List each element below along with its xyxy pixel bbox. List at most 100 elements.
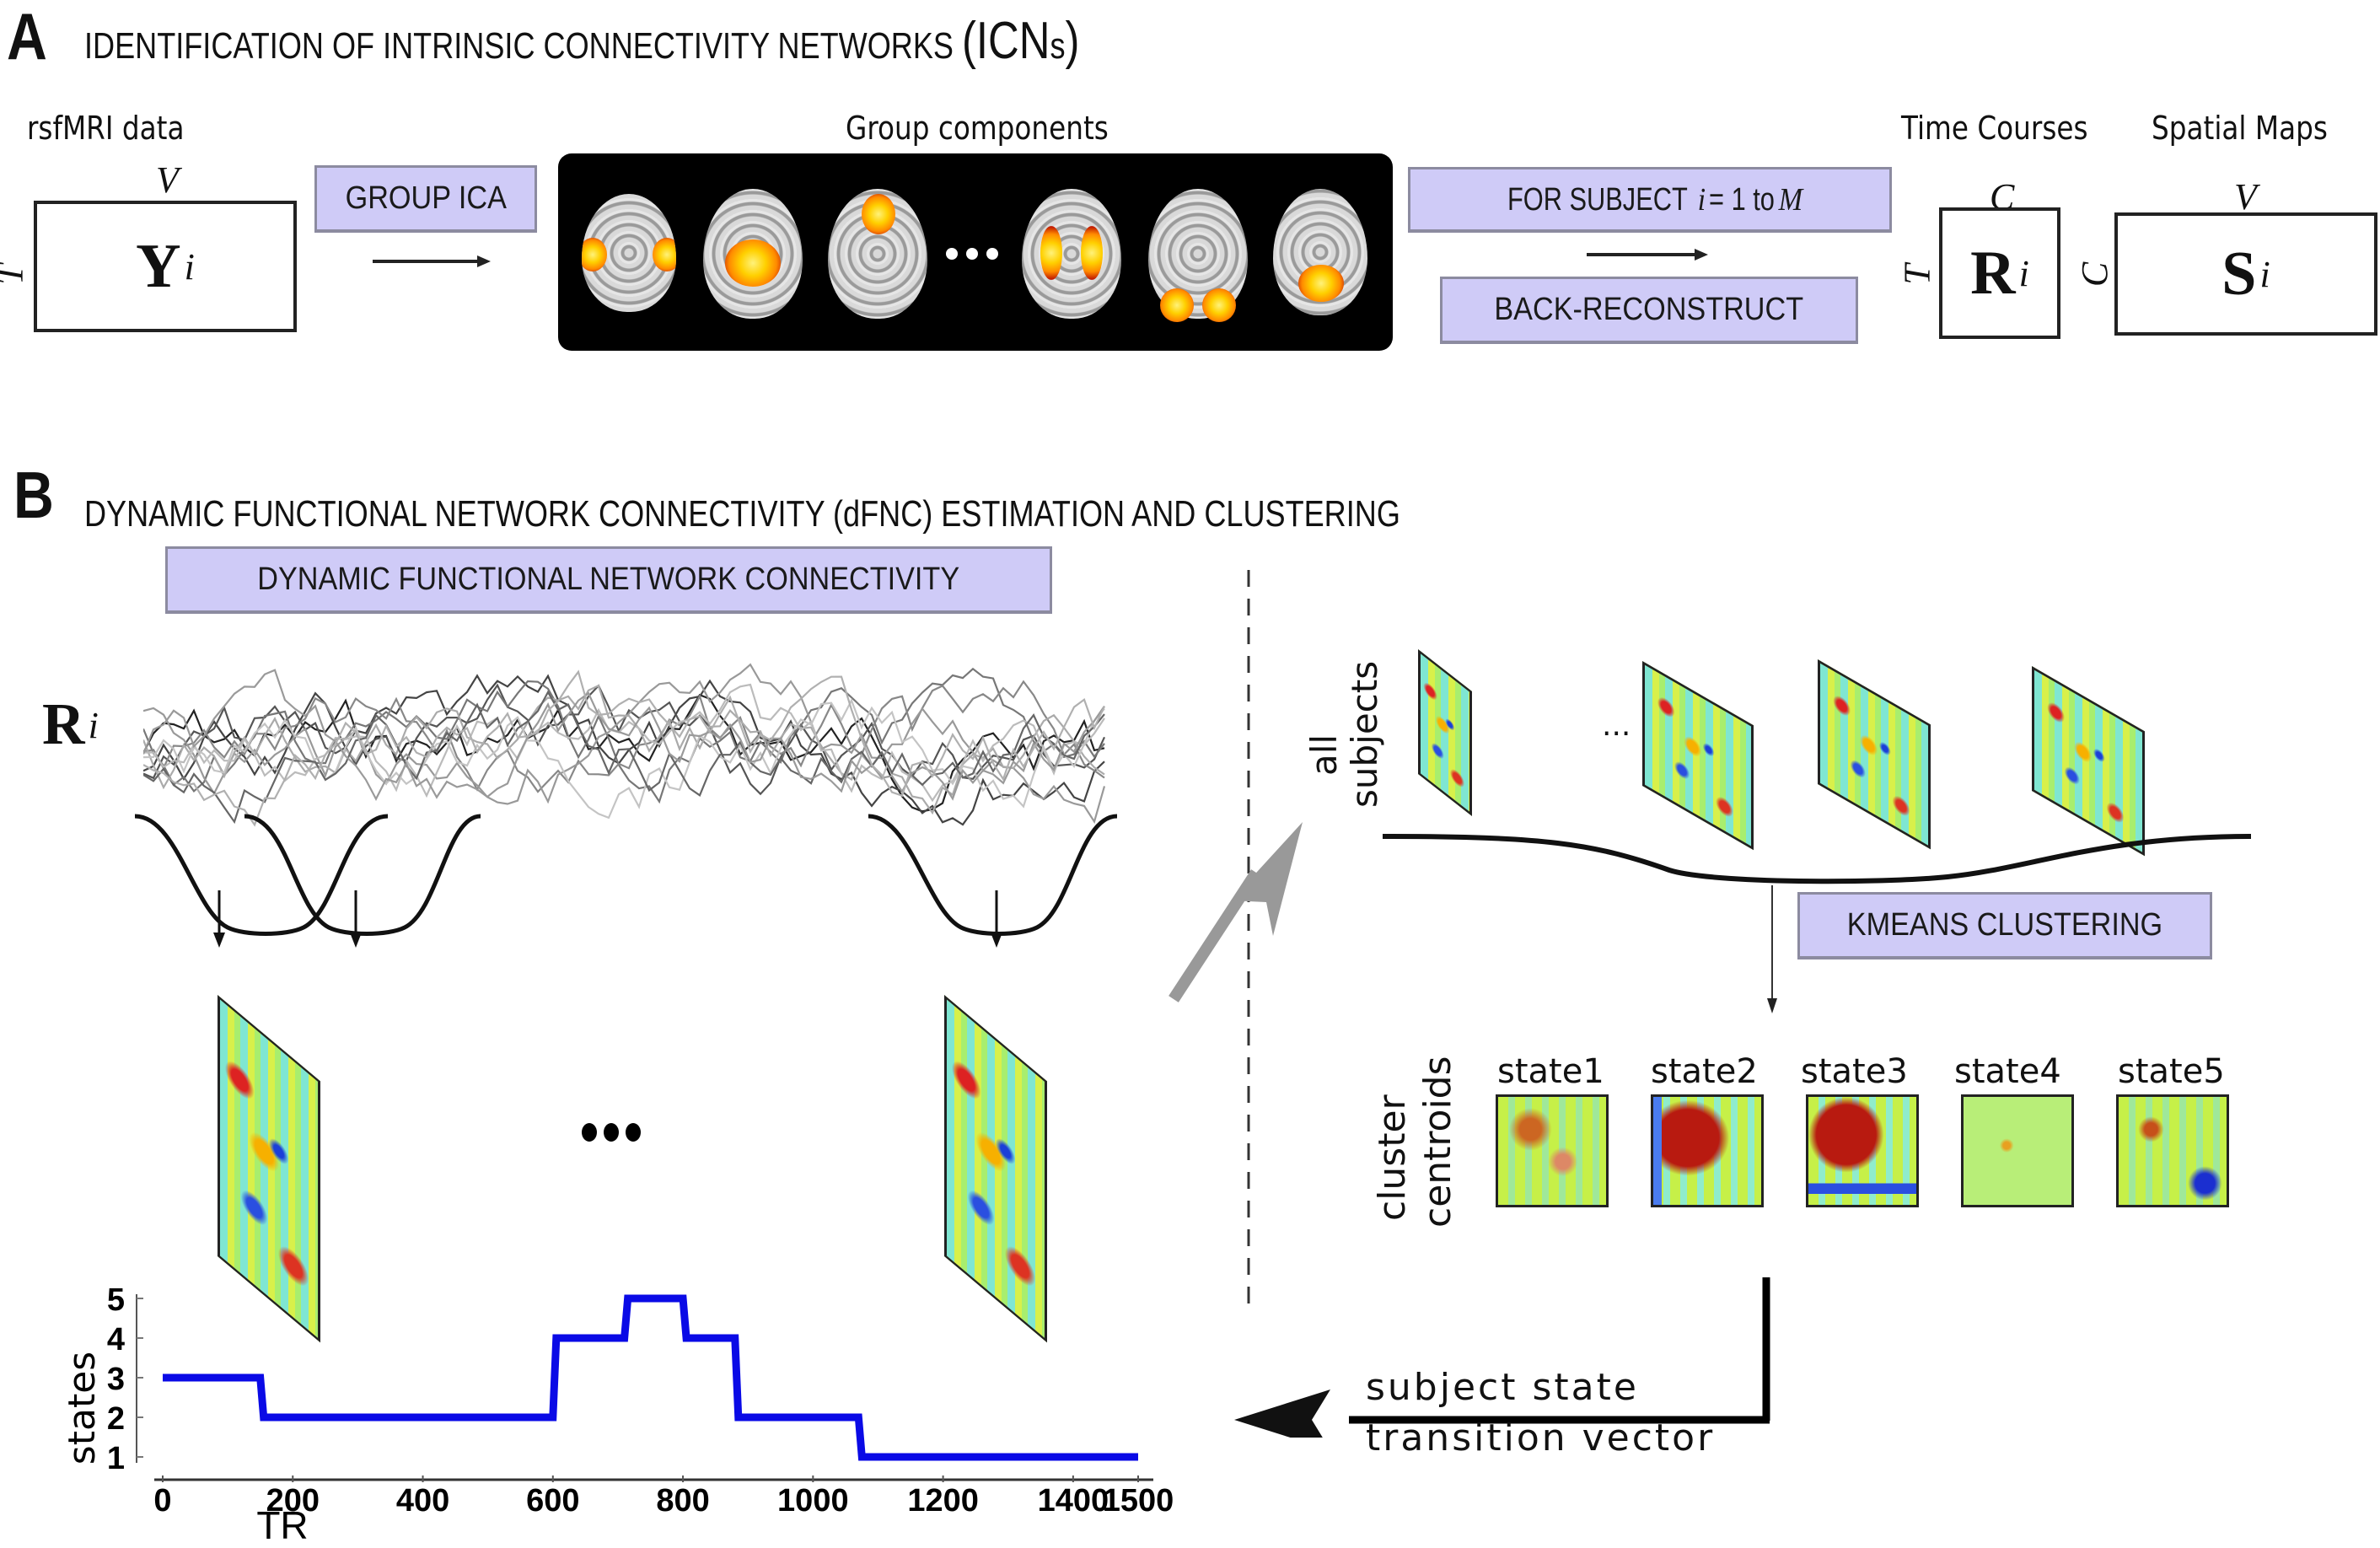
brain-component-3 <box>828 189 927 319</box>
all-subjects-label-line2: subjects <box>1344 660 1385 808</box>
x-tick-label: 0 <box>153 1483 171 1518</box>
for-subject-box: FOR SUBJECT i = 1 to M <box>1408 167 1892 233</box>
transition-label-line1: subject state <box>1366 1366 1639 1409</box>
kmeans-clustering-box: KMEANS CLUSTERING <box>1797 892 2212 959</box>
panel-a-title-paren: (ICN <box>962 12 1050 70</box>
x-tick-label: 1500 <box>1103 1483 1174 1518</box>
subject-fnc-matrix-3 <box>1642 661 1754 851</box>
time-course-trace <box>143 680 1105 793</box>
window-1 <box>134 814 389 936</box>
state-label-2: state2 <box>1651 1052 1758 1091</box>
state-segment-4 <box>625 1298 683 1299</box>
x-tick-label: 1400 <box>1038 1483 1109 1518</box>
transition-vector-arrow <box>1234 1277 1770 1438</box>
s-matrix-symbol: S <box>2222 239 2257 309</box>
centroid-state-2 <box>1651 1094 1764 1207</box>
time-course-trace <box>143 667 1105 804</box>
cluster-centroids-label-line1: cluster <box>1371 1094 1414 1221</box>
panel-a-letter: A <box>7 0 47 73</box>
y-tick-label: 3 <box>107 1362 125 1397</box>
y-matrix-top-dim: V <box>156 159 179 201</box>
all-subjects-label-line1: all <box>1303 734 1345 776</box>
state-label-3: state3 <box>1801 1052 1908 1091</box>
transition-label-line2: transition vector <box>1366 1416 1716 1459</box>
y-matrix-side-dim: T <box>0 264 32 284</box>
group-ica-box: GROUP ICA <box>314 165 537 233</box>
back-reconstruct-box: BACK-RECONSTRUCT <box>1440 277 1858 344</box>
window-2 <box>244 814 481 936</box>
s-matrix-subscript: i <box>2259 253 2270 295</box>
window-arrow-3 <box>991 890 1002 948</box>
state-series-line <box>163 1294 1138 1461</box>
spatial-maps-label: Spatial Maps <box>2152 110 2328 147</box>
subjects-ellipsis: ... <box>1602 708 1631 743</box>
time-courses-label: Time Courses <box>1901 110 2088 147</box>
cluster-centroids-label-line2: centroids <box>1416 1056 1459 1228</box>
x-tick-label: 1200 <box>907 1483 979 1518</box>
x-tick-label: 400 <box>396 1483 449 1518</box>
subject-fnc-matrix-4 <box>1818 659 1931 850</box>
state-label-1: state1 <box>1497 1052 1604 1091</box>
brain-component-1 <box>582 194 676 312</box>
y-axis-label: states <box>61 1352 104 1465</box>
group-components-panel <box>558 153 1393 351</box>
time-course-trace <box>143 684 1105 815</box>
rsfmri-data-label: rsfMRI data <box>27 110 185 147</box>
centroid-state-3 <box>1806 1094 1919 1207</box>
brain-ellipsis <box>946 248 998 260</box>
time-course-trace <box>143 693 1105 813</box>
s-matrix-top-dim: V <box>2234 176 2257 218</box>
panel-a-title-small: s <box>1050 25 1066 67</box>
x-axis-label: TR <box>256 1503 308 1547</box>
y-matrix-symbol: Y <box>136 231 181 301</box>
state-segment-1 <box>163 1377 261 1379</box>
group-components-label: Group components <box>846 110 1109 147</box>
time-course-trace <box>143 663 1106 825</box>
r-matrix-side-dim: T <box>1896 264 1938 285</box>
section-divider <box>1247 570 1250 1312</box>
x-tick-label: 200 <box>266 1483 320 1518</box>
back-reconstruct-arrow <box>1587 249 1708 261</box>
x-tick-label: 1000 <box>777 1483 849 1518</box>
r-matrix-subscript: i <box>2018 252 2029 294</box>
x-tick-label: 800 <box>656 1483 709 1518</box>
subjects-brace <box>1382 834 2252 884</box>
panel-a-title-close: ) <box>1065 12 1080 70</box>
brain-component-4 <box>1022 189 1121 319</box>
time-course-trace <box>143 683 1106 796</box>
centroid-state-5 <box>2116 1094 2229 1207</box>
window-arrow-2 <box>350 890 362 948</box>
windows-ellipsis <box>582 1123 641 1142</box>
group-ica-arrow <box>373 255 491 267</box>
y-tick-label: 1 <box>107 1441 125 1476</box>
state-label-4: state4 <box>1954 1052 2061 1091</box>
brain-component-5 <box>1148 189 1248 322</box>
centroid-state-1 <box>1496 1094 1609 1207</box>
x-tick-label: 600 <box>526 1483 579 1518</box>
s-matrix-side-dim: C <box>2074 261 2116 288</box>
state-segment-5 <box>683 1337 735 1339</box>
state-segment-3 <box>553 1337 625 1339</box>
state-segment-2 <box>261 1416 553 1418</box>
y-tick-label: 5 <box>107 1282 125 1318</box>
time-course-trace <box>143 669 1105 801</box>
state-segment-7 <box>858 1456 1138 1458</box>
to-all-subjects-arrow <box>1169 822 1303 1002</box>
state-label-5: state5 <box>2118 1052 2225 1091</box>
window-arrow-1 <box>213 890 225 948</box>
dfnc-box: DYNAMIC FUNCTIONAL NETWORK CONNECTIVITY <box>165 546 1052 614</box>
y-matrix-subscript: i <box>184 245 195 288</box>
y-tick-label: 2 <box>107 1401 125 1437</box>
kmeans-arrow <box>1767 885 1777 1013</box>
r-matrix-symbol: R <box>1970 238 2016 308</box>
panel-b-letter: B <box>13 458 54 532</box>
state-segment-6 <box>735 1416 859 1418</box>
y-tick-label: 4 <box>107 1322 125 1357</box>
subject-fnc-matrix-1 <box>1418 649 1472 817</box>
panel-a-title: IDENTIFICATION OF INTRINSIC CONNECTIVITY… <box>84 15 1079 67</box>
